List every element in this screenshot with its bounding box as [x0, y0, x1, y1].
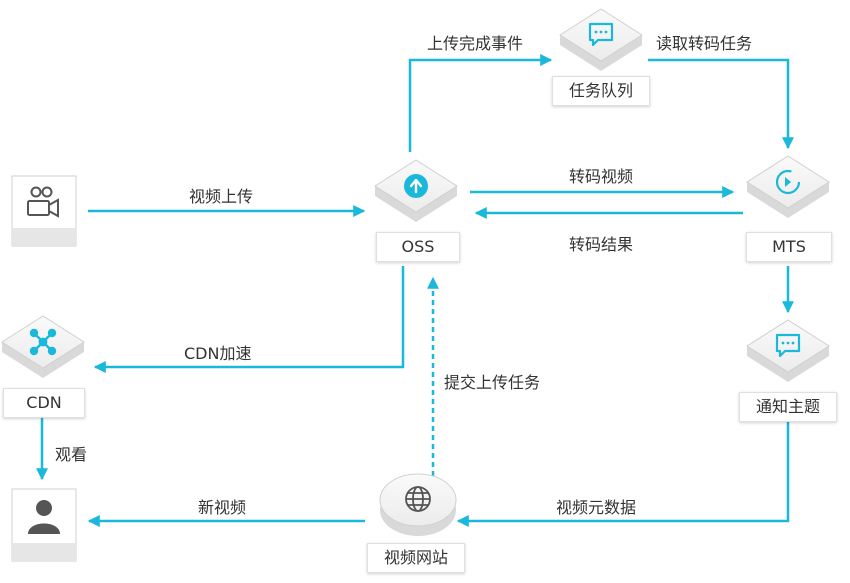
- camera-card: [11, 175, 77, 247]
- edge-cdn-accel: [93, 266, 405, 373]
- cdn-accel-label: CDN加速: [184, 344, 252, 363]
- topic-label: 通知主题: [739, 392, 837, 422]
- video-upload-label: 视频上传: [189, 187, 254, 206]
- user-card: [11, 488, 77, 562]
- read-task-label: 读取转码任务: [656, 34, 753, 53]
- edge-read-task: [648, 58, 794, 150]
- new-video-label: 新视频: [198, 498, 247, 517]
- website-label: 视频网站: [367, 543, 465, 573]
- oss-label: OSS: [376, 232, 460, 262]
- upload-done-label: 上传完成事件: [427, 34, 524, 53]
- message-icon: [588, 22, 614, 47]
- mts-node: [746, 155, 830, 218]
- message-icon: [775, 333, 801, 358]
- queue-node: [559, 8, 643, 71]
- queue-label: 任务队列: [552, 76, 650, 106]
- oss-node: [374, 159, 458, 222]
- network-icon: [29, 328, 57, 356]
- video-metadata-label: 视频元数据: [556, 498, 637, 517]
- transcode-video-label: 转码视频: [569, 167, 634, 186]
- edge-upload-done: [408, 54, 553, 152]
- cloud-upload-icon: [404, 174, 428, 198]
- mts-label: MTS: [746, 232, 832, 262]
- topic-node: [746, 319, 830, 382]
- watch-label: 观看: [55, 445, 88, 464]
- website-node: [379, 473, 457, 536]
- video-camera-icon: [27, 186, 59, 218]
- refresh-icon: [775, 169, 801, 195]
- transcode-result-label: 转码结果: [569, 235, 634, 254]
- globe-icon: [405, 486, 431, 512]
- edge-video-metadata: [456, 420, 790, 527]
- user-icon: [28, 500, 60, 534]
- submit-upload-label: 提交上传任务: [444, 373, 541, 392]
- cdn-node: [1, 315, 85, 378]
- cdn-label: CDN: [3, 388, 85, 418]
